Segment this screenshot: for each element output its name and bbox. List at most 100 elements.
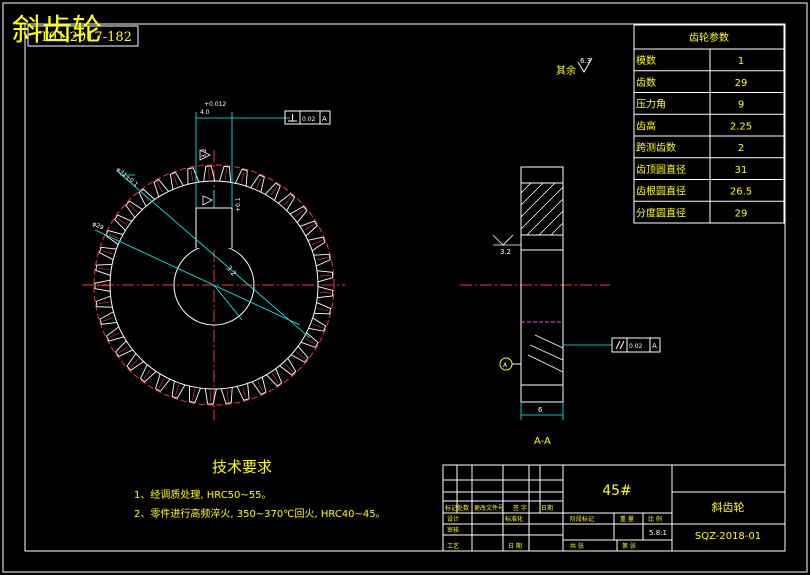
tooth-center-line (128, 204, 138, 213)
tooth-center-line (317, 308, 329, 312)
tooth-center-line (98, 301, 110, 305)
gear-tooth (220, 387, 233, 404)
keyway-width: 4.0 (200, 109, 210, 116)
tooth-center-line (102, 250, 113, 255)
param-name: 齿高 (636, 119, 656, 132)
gear-tooth (114, 214, 132, 231)
gear-tooth (308, 317, 327, 332)
roughness-icon (202, 195, 213, 206)
tooth-center-line (226, 390, 229, 402)
tooth-center-line (257, 381, 263, 392)
tooth-center-line (130, 358, 139, 367)
tooth-center-line (304, 224, 315, 231)
gear-tooth (115, 340, 133, 357)
parallelism-frame: 0.02 A (611, 337, 661, 353)
section-hatch (520, 182, 564, 236)
section-label: A-A (534, 436, 551, 447)
tooth-center-line (208, 168, 210, 180)
gear-tooth (234, 168, 248, 187)
gear-tooth (189, 386, 201, 403)
svg-text:签 字: 签 字 (513, 504, 527, 512)
gear-tooth (139, 364, 157, 383)
tooth-center-line (175, 384, 180, 396)
svg-text:日 期: 日 期 (508, 542, 522, 550)
tooth-center-line (295, 209, 304, 218)
title-ghost: T01-2017-182 (40, 30, 132, 45)
tech-line-2: 2、零件进行高频淬火, 350~370℃回火, HRC40~45。 (134, 507, 386, 520)
gear-tooth (95, 295, 113, 308)
tech-heading: 技术要求 (212, 458, 272, 476)
param-name: 齿根圆直径 (636, 185, 686, 198)
gear-tooth (99, 311, 118, 325)
gear-tooth (317, 286, 334, 299)
tooth-center-line (192, 389, 195, 401)
svg-text:工艺: 工艺 (447, 542, 459, 550)
svg-text:共 张: 共 张 (570, 542, 584, 550)
param-name: 模数 (636, 54, 656, 67)
svg-text:0.02: 0.02 (302, 116, 316, 123)
tooth-center-line (312, 323, 323, 329)
gear-tooth (251, 377, 267, 395)
tooth-center-line (143, 369, 151, 379)
roughness-icon (492, 234, 521, 246)
tooth-center-line (242, 386, 247, 398)
tooth-center-line (319, 292, 331, 294)
roughness-general: 6.3 (580, 57, 591, 65)
svg-text:A: A (322, 115, 327, 123)
gear-teeth (94, 165, 334, 405)
gear-tooth (171, 381, 186, 399)
svg-text:阶段标记: 阶段标记 (570, 515, 594, 523)
param-name: 压力角 (636, 98, 666, 111)
param-value: 29 (735, 78, 748, 89)
param-value: 31 (735, 165, 748, 176)
drawing-title: 斜齿轮 (12, 13, 102, 48)
gear-tooth (279, 358, 297, 376)
gear-tooth (299, 220, 318, 237)
param-name: 齿数 (636, 76, 656, 89)
tooth-center-line (316, 257, 328, 261)
key-depth: +0.1 (235, 197, 242, 212)
datum-label: A (503, 362, 508, 369)
param-name: 齿顶圆直径 (636, 163, 686, 176)
gear-tooth (98, 246, 117, 261)
param-value: 9 (738, 100, 744, 111)
tooth-center-line (319, 274, 331, 277)
root-circle (109, 180, 319, 390)
gear-tooth (264, 182, 281, 201)
tooth-center-line (158, 378, 165, 389)
tooth-center-line (296, 351, 306, 359)
gear-tooth (105, 230, 124, 246)
param-name: 跨测齿数 (636, 141, 676, 154)
svg-text:日期: 日期 (541, 504, 553, 512)
tooth-center-line (283, 196, 292, 206)
tip-dia-label: φ31±0.1 (115, 166, 140, 188)
svg-text:标准化: 标准化 (505, 515, 523, 523)
tooth-center-line (256, 177, 262, 189)
tooth-center-line (108, 233, 119, 239)
tip-circle (93, 164, 335, 406)
perpendicularity-frame: 0.02 A (284, 110, 331, 125)
gear-tooth (236, 383, 250, 401)
svg-text:更改文件号: 更改文件号 (474, 504, 504, 512)
gear-tooth (250, 174, 265, 193)
param-value: 2.25 (730, 121, 752, 132)
roughness-icon (199, 149, 211, 161)
bore-roughness: 3.2 (201, 148, 208, 158)
width-dim: 6 (538, 406, 543, 414)
tooth-center-line (98, 267, 110, 270)
gear-tooth (266, 368, 283, 387)
svg-text:标记处数: 标记处数 (445, 504, 469, 512)
param-name: 分度圆直径 (636, 206, 686, 219)
param-table-header: 齿轮参数 (689, 31, 729, 44)
tooth-center-line (190, 170, 194, 182)
svg-text:A: A (652, 342, 657, 350)
other-roughness-label: 其余 (556, 64, 576, 77)
gear-tooth (126, 353, 144, 371)
gear-tooth (290, 345, 309, 363)
gear-tooth (219, 165, 232, 183)
tech-line-1: 1、经调质处理, HRC50~55。 (134, 488, 272, 501)
helix-lines (527, 334, 564, 373)
